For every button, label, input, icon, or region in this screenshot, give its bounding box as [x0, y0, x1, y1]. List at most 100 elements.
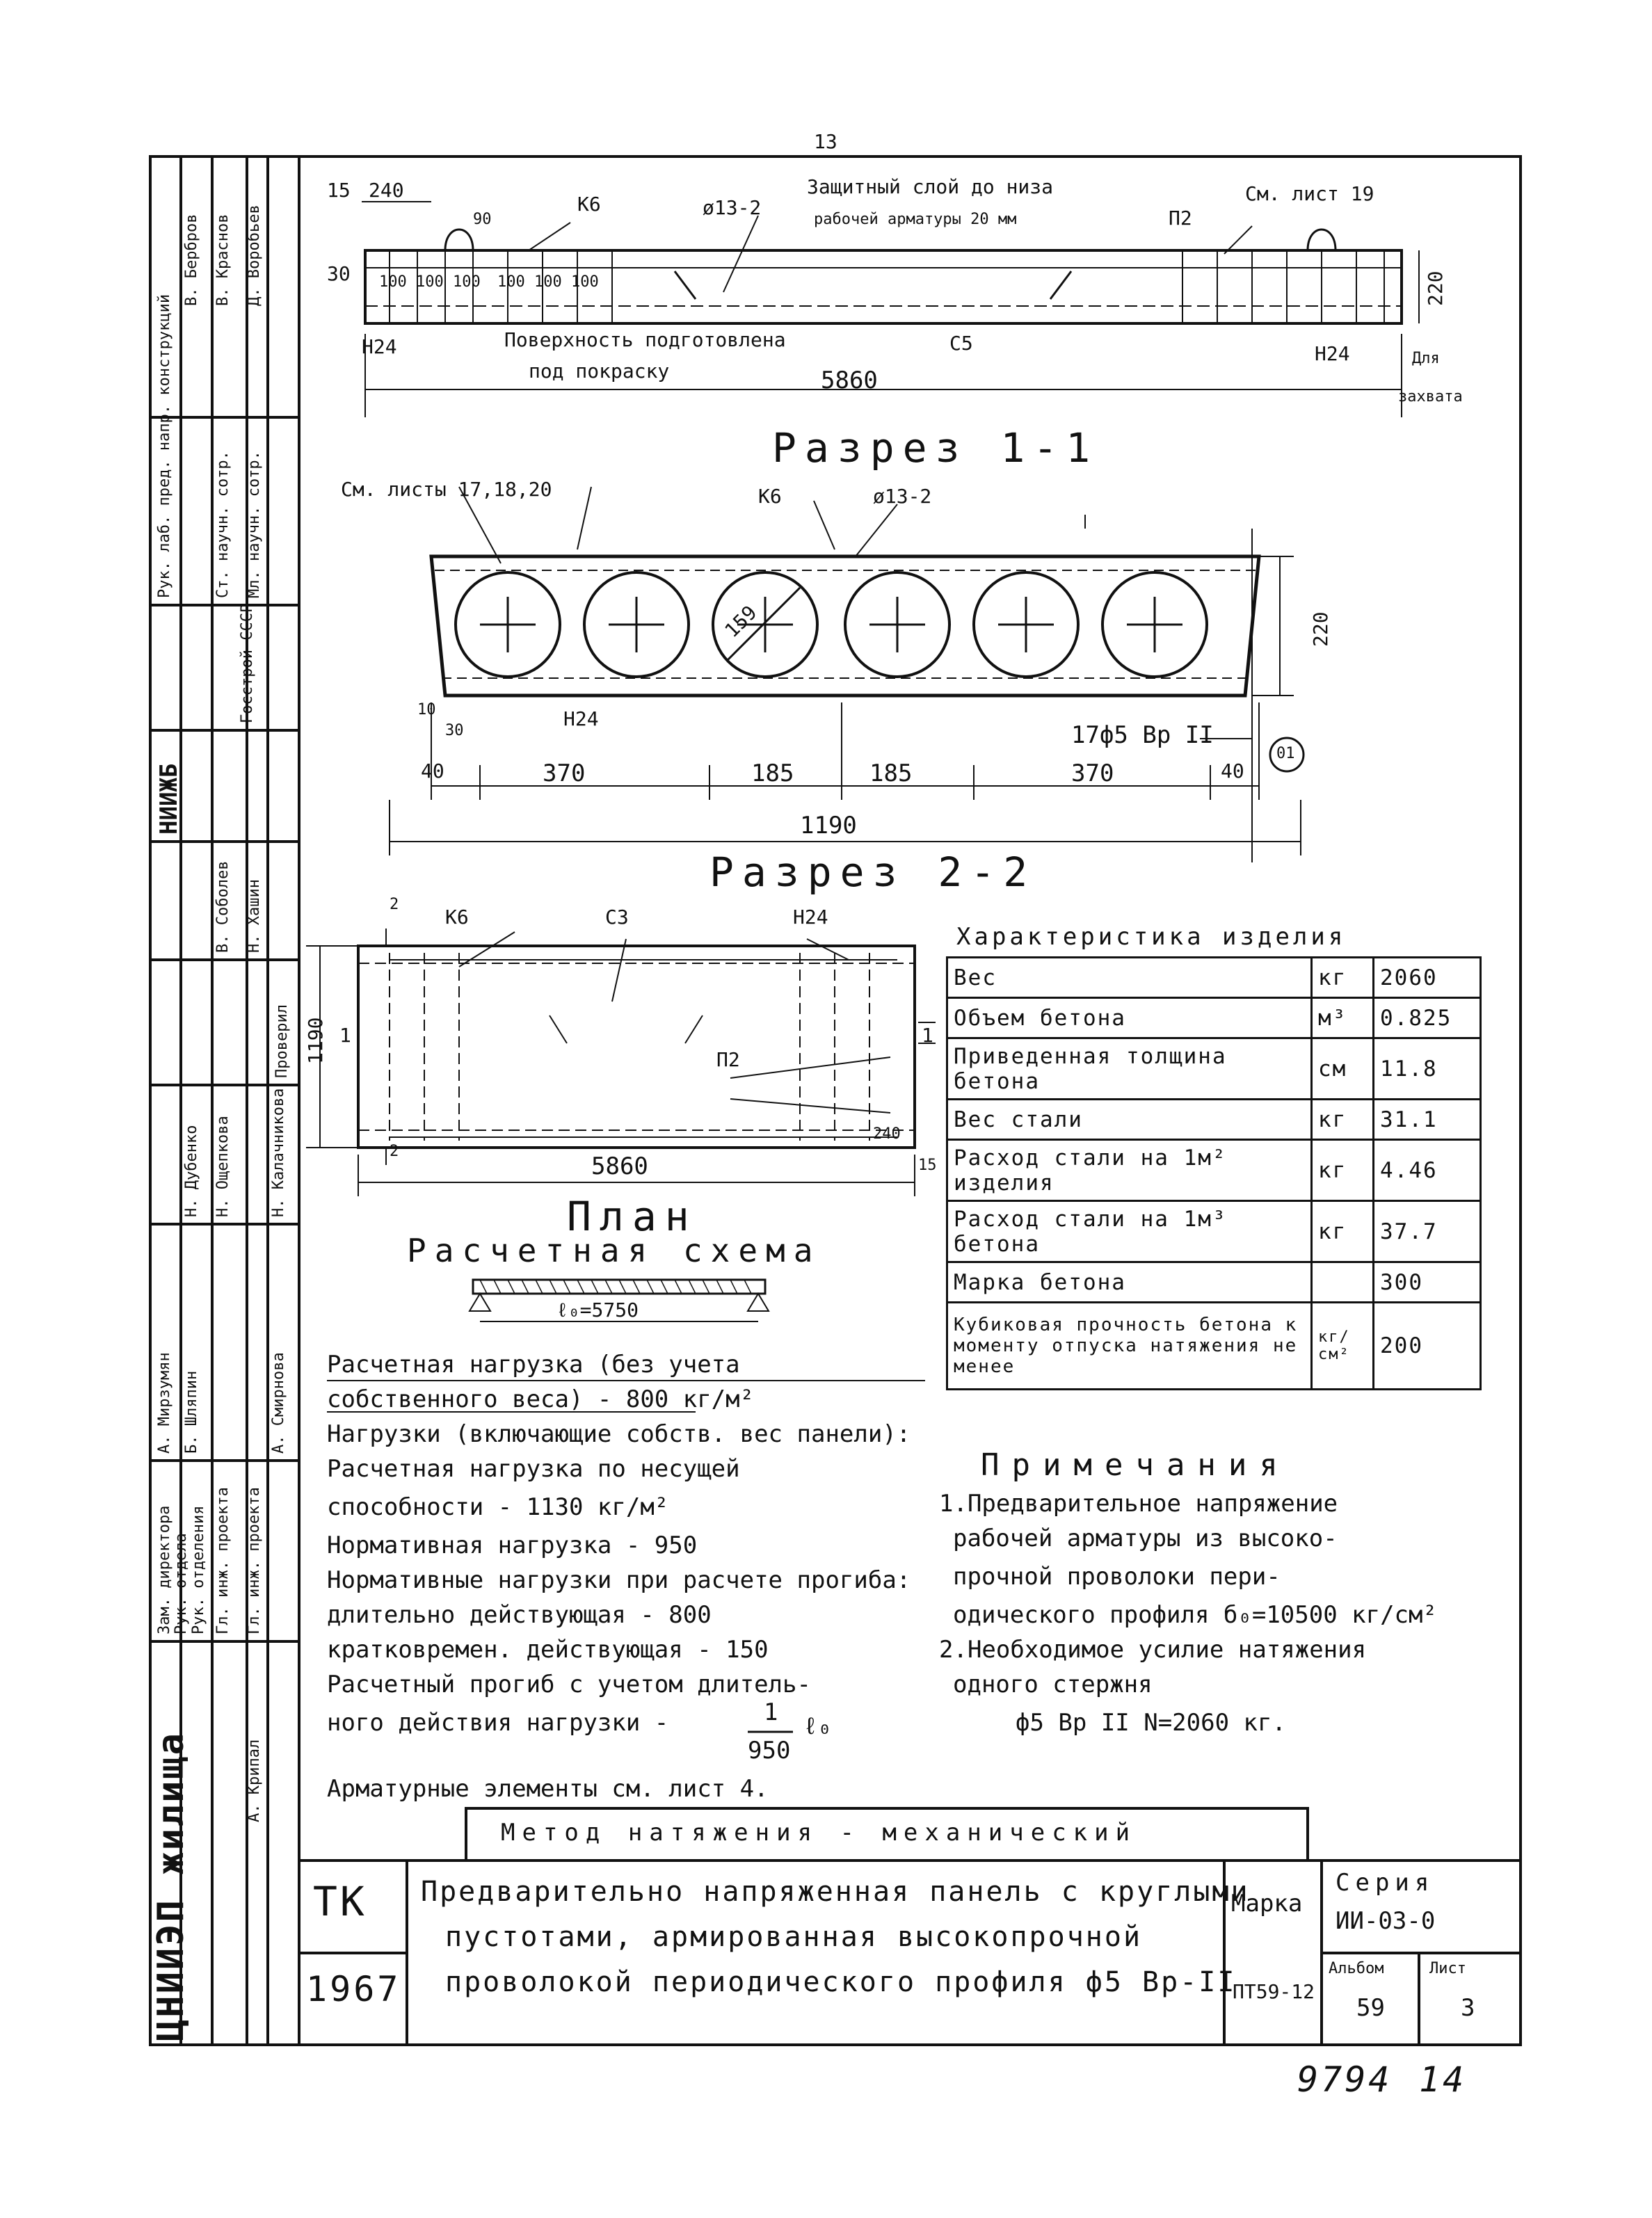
inst-niizhb: НИИЖБ: [155, 763, 183, 835]
dim-240: 240: [369, 179, 404, 202]
dim-370-left: 370: [543, 760, 586, 787]
dim-30-top: 30: [327, 262, 351, 285]
plan-title: План: [567, 1193, 698, 1240]
role2-1: Рук. отдела: [173, 1533, 190, 1634]
series-label: Серия: [1336, 1869, 1435, 1897]
plan-label-c3: С3: [605, 906, 629, 929]
spec-value: 2060: [1372, 956, 1482, 999]
dim-185-left: 185: [751, 760, 794, 787]
title-tk: ТК: [313, 1878, 367, 1925]
spec-name: Приведенная толщина бетона: [946, 1037, 1313, 1100]
calc-scheme-title: Расчетная схема: [407, 1232, 821, 1269]
spec-name: Марка бетона: [946, 1261, 1313, 1303]
loads-line-10: ного действия нагрузки -: [327, 1709, 669, 1737]
dim-40-right: 40: [1221, 760, 1244, 782]
title-year: 1967: [306, 1969, 401, 2009]
dim-90: 90: [473, 211, 492, 228]
notes-line-1: рабочей арматуры из высоко-: [953, 1525, 1338, 1552]
spec-unit: см: [1310, 1037, 1374, 1100]
spec-value: 31.1: [1372, 1098, 1482, 1141]
dim-220-top: 220: [1424, 271, 1447, 306]
spec-name: Вес стали: [946, 1098, 1313, 1141]
series-value: ИИ-03-0: [1336, 1907, 1436, 1935]
loads-line-4: способности - 1130 кг/м²: [327, 1493, 669, 1521]
label-surface-1: Поверхность подготовлена: [504, 328, 786, 351]
loads-line-6: Нормативные нагрузки при расчете прогиба…: [327, 1566, 911, 1594]
dim-370-right: 370: [1071, 760, 1114, 787]
label-bar-sec: ø13-2: [873, 485, 932, 508]
spec-row: Марка бетона 300: [946, 1261, 1482, 1303]
spec-value: 0.825: [1372, 997, 1482, 1039]
plan-side-1-left: 1: [339, 1024, 351, 1047]
spec-name: Объем бетона: [946, 997, 1313, 1039]
title-desc-2: проволокой периодического профиля ф5 Вр-…: [445, 1966, 1237, 1998]
label-grip-2: захвата: [1398, 388, 1463, 405]
role-1: Ст. научн. сотр.: [214, 451, 232, 598]
name2-1: Б. Шляпин: [183, 1370, 200, 1454]
album-value: 59: [1356, 1994, 1385, 2022]
spec-name: Расход стали на 1м³ бетона: [946, 1200, 1313, 1263]
label-n24-sec: Н24: [563, 707, 599, 730]
dim-30-sec: 30: [445, 722, 464, 739]
dim-15: 15: [327, 179, 351, 202]
name2-2: В. Соболев: [214, 860, 232, 953]
label-n24-right: Н24: [1315, 342, 1350, 365]
marka-label: Марка: [1231, 1890, 1303, 1918]
name3-3: А. Смирнова: [270, 1352, 287, 1454]
spec-unit: кг: [1310, 1200, 1374, 1263]
label-rebar: 17ф5 Вр II: [1071, 721, 1214, 749]
loads-line-1: собственного веса) - 800 кг/м²: [327, 1385, 755, 1413]
loads-line-7: длительно действующая - 800: [327, 1601, 712, 1629]
plan-label-p2: П2: [716, 1048, 740, 1071]
label-k6-top: К6: [577, 193, 601, 216]
section-1-title: Разрез 1-1: [772, 424, 1099, 472]
plan-mark-2-bottom: 2: [390, 1143, 399, 1160]
sheet-label: Лист: [1429, 1960, 1466, 1977]
album-label: Альбом: [1329, 1960, 1384, 1977]
stamp-number-left: 9794: [1297, 2059, 1393, 2100]
role2-0: Зам. директора: [156, 1505, 173, 1634]
person-2: Д. Воробьев: [246, 204, 263, 306]
deflection-den: 950: [748, 1737, 791, 1765]
label-bar-top: ø13-2: [703, 196, 762, 219]
plan-mark-2-top: 2: [390, 896, 399, 913]
spec-unit: кг/см²: [1310, 1301, 1374, 1390]
label-protective-2: рабочей арматуры 20 мм: [814, 211, 1017, 228]
spec-unit: кг: [1310, 956, 1374, 999]
label-n24-left: Н24: [362, 335, 397, 358]
loads-line-3: Расчетная нагрузка по несущей: [327, 1455, 740, 1483]
notes-title: Примечания: [981, 1447, 1290, 1483]
role2-2: Рук. отделения: [190, 1505, 207, 1634]
rebar-note: Арматурные элементы см. лист 4.: [327, 1775, 769, 1803]
loads-line-8: кратковремен. действующая - 150: [327, 1636, 769, 1664]
spec-name: Кубиковая прочность бетона к моменту отп…: [946, 1301, 1313, 1390]
dim-220-sec: 220: [1309, 611, 1332, 647]
name2-3: Н. Хашин: [246, 879, 263, 953]
inst-gosstroy: Госстрой СССР: [239, 603, 256, 723]
name3-1: Н. Ощепкова: [214, 1116, 232, 1217]
label-k6-sec: К6: [758, 485, 782, 508]
deflection-tail: ℓ₀: [803, 1712, 832, 1740]
role2-4: Гл. инж. проекта: [246, 1487, 263, 1634]
spec-value: 300: [1372, 1261, 1482, 1303]
method-label: Метод натяжения - механический: [501, 1819, 1137, 1847]
spec-unit: кг: [1310, 1098, 1374, 1141]
name2-0: А. Мирзумян: [156, 1352, 173, 1454]
calc-span: ℓ₀=5750: [556, 1299, 639, 1321]
sheet-value: 3: [1461, 1994, 1475, 2022]
dim-10: 10: [417, 701, 436, 718]
spec-value: 11.8: [1372, 1037, 1482, 1100]
label-mark-01: 01: [1276, 745, 1295, 762]
spec-row: Кубиковая прочность бетона к моменту отп…: [946, 1301, 1482, 1390]
label-surface-2: под покраску: [529, 360, 670, 383]
org-name: ЦНИИЭП жилища: [150, 1731, 192, 2041]
dim-spacing-a: 100 100 100: [379, 273, 481, 291]
marka-value: ПТ59-12: [1233, 1980, 1315, 2003]
role-check: Проверил: [273, 1004, 291, 1078]
plan-side-1-right: 1: [922, 1024, 933, 1047]
